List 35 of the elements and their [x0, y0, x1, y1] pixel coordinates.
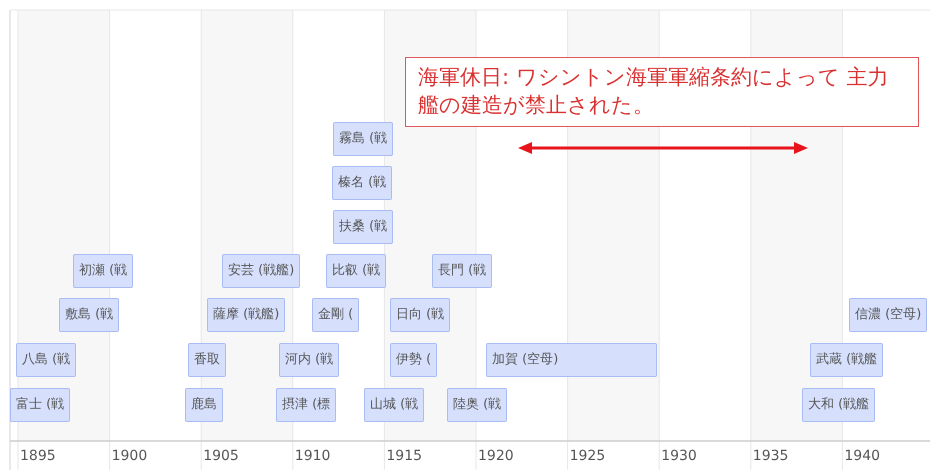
timeline-bar: 霧島 (戦 — [333, 122, 394, 156]
timeline-bar: 陸奥 (戦 — [447, 388, 508, 422]
axis-tick-label: 1920 — [478, 448, 514, 464]
timeline-bar: 安芸 (戦艦) — [222, 254, 300, 288]
timeline-bar: 河内 (戦 — [279, 343, 340, 377]
timeline-bar: 加賀 (空母) — [486, 343, 657, 377]
timeline-bar: 榛名 (戦 — [332, 166, 392, 200]
timeline-bar: 初瀬 (戦 — [73, 254, 134, 288]
timeline-bar: 長門 (戦 — [432, 254, 492, 288]
timeline-bar: 武蔵 (戦艦 — [810, 343, 884, 377]
axis-tick-label: 1905 — [203, 448, 239, 464]
timeline-bar: 敷島 (戦 — [59, 298, 120, 332]
timeline-bar: 金剛 ( — [312, 298, 360, 332]
axis-tick-label: 1900 — [112, 448, 148, 464]
timeline-bar: 摂津 (標 — [276, 388, 336, 422]
axis-tick-label: 1895 — [20, 448, 56, 464]
axis-tick-label: 1915 — [386, 448, 422, 464]
annotation-box: 海軍休日: ワシントン海軍軍縮条約によって 主力艦の建造が禁止された。 — [405, 57, 919, 127]
timeline-bar: 大和 (戦艦 — [802, 388, 876, 422]
axis-tick-label: 1925 — [570, 448, 606, 464]
timeline-bar: 香取 — [188, 343, 226, 377]
timeline-bar: 扶桑 (戦 — [333, 210, 394, 244]
timeline-bar: 日向 (戦 — [390, 298, 450, 332]
timeline-bar: 山城 (戦 — [364, 388, 424, 422]
axis-tick-label: 1935 — [752, 448, 788, 464]
timeline-bar: 信濃 (空母) — [849, 298, 928, 332]
timeline-bar: 薩摩 (戦艦) — [207, 298, 286, 332]
timeline-bar: 比叡 (戦 — [326, 254, 386, 288]
timeline-bar: 富士 (戦 — [10, 388, 70, 422]
timeline-bar: 伊勢 ( — [390, 343, 438, 377]
axis-tick-label: 1940 — [844, 448, 880, 464]
timeline-bar: 鹿島 — [185, 388, 223, 422]
axis-tick-label: 1910 — [294, 448, 330, 464]
axis-tick-label: 1930 — [661, 448, 697, 464]
timeline-bar: 八島 (戦 — [16, 343, 76, 377]
